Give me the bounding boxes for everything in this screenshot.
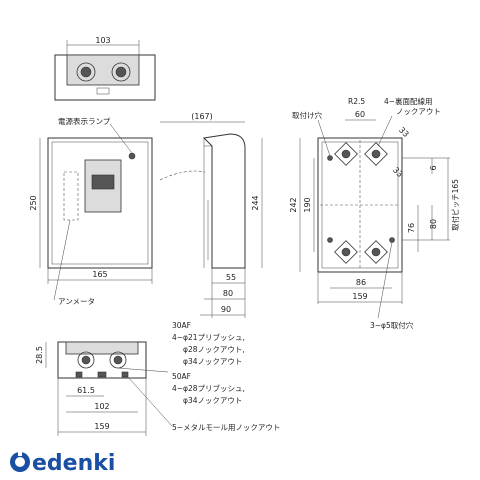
knockout-label-2: ノックアウト xyxy=(396,107,441,116)
side-height-dim: 244 xyxy=(251,195,260,210)
note-30af-3: φ34ノックアウト xyxy=(183,357,242,366)
pitch-label: 取付ピッチ165 xyxy=(450,179,460,231)
note-50af: 50AF xyxy=(172,372,191,381)
mount-hole-icon xyxy=(327,155,333,161)
hole-note: 3−φ5取付穴 xyxy=(370,320,414,330)
note-50af-2: φ34ノックアウト xyxy=(183,396,242,405)
side-dim-80: 80 xyxy=(223,289,233,298)
back-dim-86: 86 xyxy=(356,278,366,287)
back-dim-33a: 33 xyxy=(397,125,411,139)
note-metal-mold: 5−メタルモール用ノックアウト xyxy=(172,423,280,432)
denki-logo-icon xyxy=(10,450,30,472)
bottom-dim-28-5: 28.5 xyxy=(35,346,44,364)
bottom-view: 28.5 61.5 102 159 xyxy=(35,341,173,436)
back-height-dim: 242 xyxy=(289,197,298,212)
front-width-dim: 165 xyxy=(92,270,107,279)
back-dim-80: 80 xyxy=(429,219,438,229)
knockout-notes: 30AF 4−φ21プリブッシュ, φ28ノックアウト, φ34ノックアウト 5… xyxy=(172,321,280,432)
bottom-dim-102: 102 xyxy=(94,402,109,411)
back-dim-76: 76 xyxy=(407,223,416,233)
side-dim-90: 90 xyxy=(221,305,231,314)
knockout-label-1: 4−裏面配線用 xyxy=(384,96,433,106)
bottom-width-dim: 159 xyxy=(94,422,109,431)
back-width-dim: 159 xyxy=(352,292,367,301)
side-dim-55: 55 xyxy=(226,273,236,282)
power-lamp-icon xyxy=(128,152,136,160)
back-knockout-icon xyxy=(334,142,388,166)
r-label: R2.5 xyxy=(348,97,365,106)
back-dim-6: 6 xyxy=(429,165,438,170)
back-dim-190: 190 xyxy=(303,197,312,212)
note-30af-2: φ28ノックアウト, xyxy=(183,345,245,354)
mount-hole-icon xyxy=(389,237,395,243)
side-view: (167) 244 55 80 90 xyxy=(159,112,263,318)
mount-hole-icon xyxy=(327,237,333,243)
front-view: 電源表示ランプ 250 165 アンメータ xyxy=(29,116,153,306)
back-knockout-bottom-icon xyxy=(334,240,388,264)
ammeter-label: アンメータ xyxy=(58,297,95,306)
brand-text: edenki xyxy=(32,451,115,476)
note-30af-1: 4−φ21プリブッシュ, xyxy=(172,332,245,342)
bottom-dim-61-5: 61.5 xyxy=(77,386,95,395)
front-height-dim: 250 xyxy=(29,195,38,210)
side-top-dim: (167) xyxy=(191,112,213,121)
top-width-dim: 103 xyxy=(95,36,110,45)
back-view: 取付け穴 R2.5 60 4−裏面配線用 ノックアウト 33 33 242 19… xyxy=(289,96,460,330)
note-30af: 30AF xyxy=(172,321,191,330)
mount-hole-label: 取付け穴 xyxy=(292,110,322,120)
note-50af-1: 4−φ28プリブッシュ, xyxy=(172,383,245,393)
top-view: 103 xyxy=(54,36,156,101)
power-lamp-label: 電源表示ランプ xyxy=(58,116,111,126)
brand-logo: edenki xyxy=(10,450,115,476)
back-dim-60: 60 xyxy=(355,110,365,119)
